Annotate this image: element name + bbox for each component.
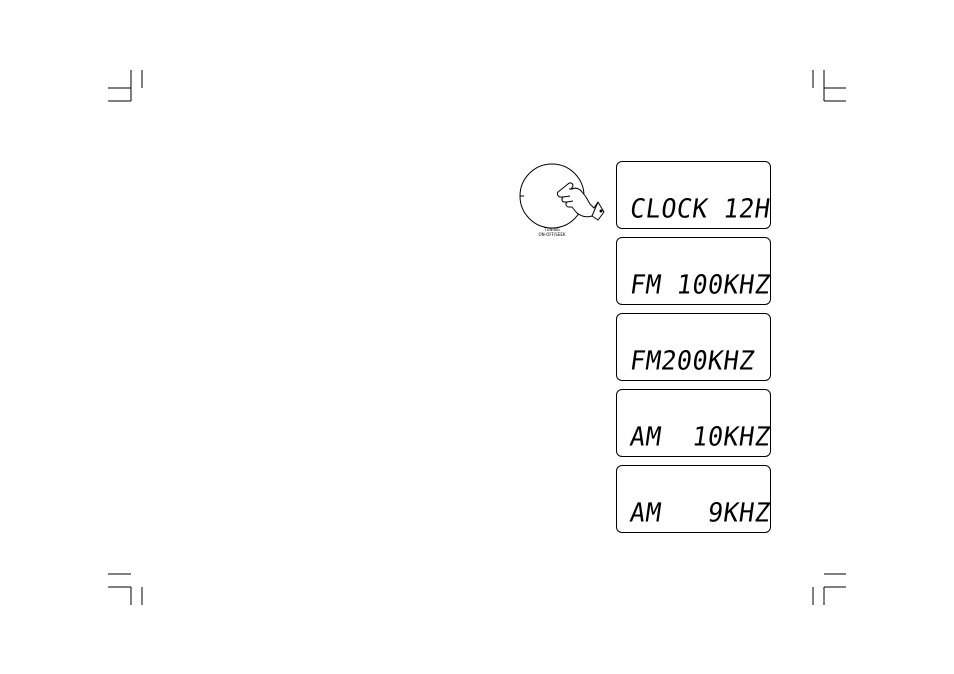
lcd-display-text: AM 10KHZ xyxy=(628,422,772,454)
tuning-dial-caption: TUNING ON-OFF/SEEK xyxy=(523,227,581,237)
tuning-dial-caption-line2: ON-OFF/SEEK xyxy=(523,232,581,237)
pointing-hand-icon xyxy=(557,183,604,220)
lcd-display-text: CLOCK 12H xyxy=(628,194,772,226)
lcd-display-fm-100khz: FM 100KHZ xyxy=(616,237,771,305)
lcd-display-text: AM 9KHZ xyxy=(628,498,772,530)
lcd-display-am-9khz: AM 9KHZ xyxy=(616,465,771,533)
lcd-display-text: FM200KHZ xyxy=(628,346,757,378)
lcd-display-clock-12h: CLOCK 12H xyxy=(616,161,771,229)
lcd-display-fm-200khz: FM200KHZ xyxy=(616,313,771,381)
lcd-display-sequence: CLOCK 12H FM 100KHZ FM200KHZ AM 10KHZ AM… xyxy=(616,161,773,541)
lcd-display-text: FM 100KHZ xyxy=(628,270,772,302)
tuning-dial[interactable] xyxy=(506,158,610,234)
lcd-display-am-10khz: AM 10KHZ xyxy=(616,389,771,457)
